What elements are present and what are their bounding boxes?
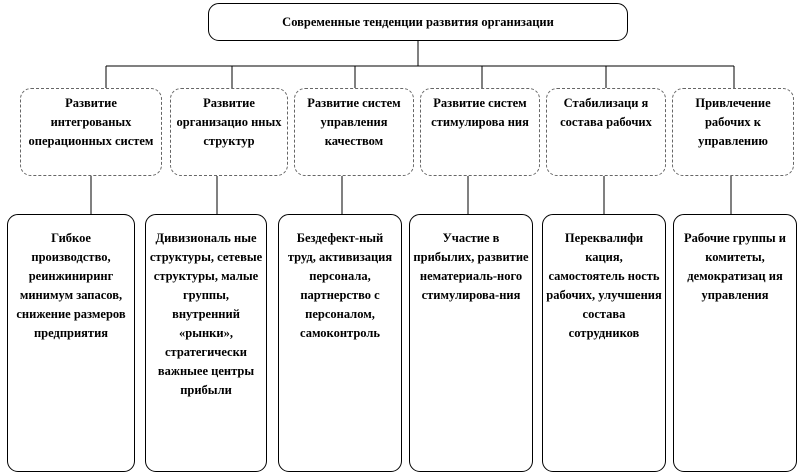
category-label-4: Развитие систем стимулирова ния — [431, 96, 529, 129]
category-box-4: Развитие систем стимулирова ния — [420, 88, 540, 176]
category-box-6: Привлечение рабочих к управлению — [672, 88, 794, 176]
category-box-1: Развитие интегрованых операционных систе… — [20, 88, 162, 176]
detail-text-5: Переквалифи кация, самостоятель ность ра… — [546, 231, 662, 340]
detail-box-4: Участие в прибылих, развитие нематериаль… — [409, 214, 533, 472]
detail-text-6: Рабочие группы и комитеты, демократизац … — [683, 231, 787, 302]
category-label-2: Развитие организацио нных структур — [176, 96, 282, 148]
category-box-2: Развитие организацио нных структур — [170, 88, 288, 176]
detail-box-5: Переквалифи кация, самостоятель ность ра… — [542, 214, 666, 472]
detail-text-4: Участие в прибылих, развитие нематериаль… — [413, 231, 529, 302]
detail-box-2: Дивизиональ ные структуры, сетевые струк… — [145, 214, 267, 472]
category-label-6: Привлечение рабочих к управлению — [695, 96, 771, 148]
detail-box-3: Бездефект-ный труд, активизация персонал… — [278, 214, 402, 472]
detail-text-1: Гибкое производство, реинжиниринг миниму… — [16, 231, 126, 340]
category-label-5: Стабилизаци я состава рабочих — [560, 96, 652, 129]
diagram-title: Современные тенденции развития организац… — [208, 3, 628, 41]
category-label-3: Развитие систем управления качеством — [307, 96, 401, 148]
detail-text-3: Бездефект-ный труд, активизация персонал… — [287, 231, 393, 340]
category-box-3: Развитие систем управления качеством — [294, 88, 414, 176]
category-label-1: Развитие интегрованых операционных систе… — [28, 96, 154, 148]
category-box-5: Стабилизаци я состава рабочих — [546, 88, 666, 176]
detail-text-2: Дивизиональ ные структуры, сетевые струк… — [149, 231, 263, 397]
detail-box-6: Рабочие группы и комитеты, демократизац … — [673, 214, 797, 472]
detail-box-1: Гибкое производство, реинжиниринг миниму… — [7, 214, 135, 472]
